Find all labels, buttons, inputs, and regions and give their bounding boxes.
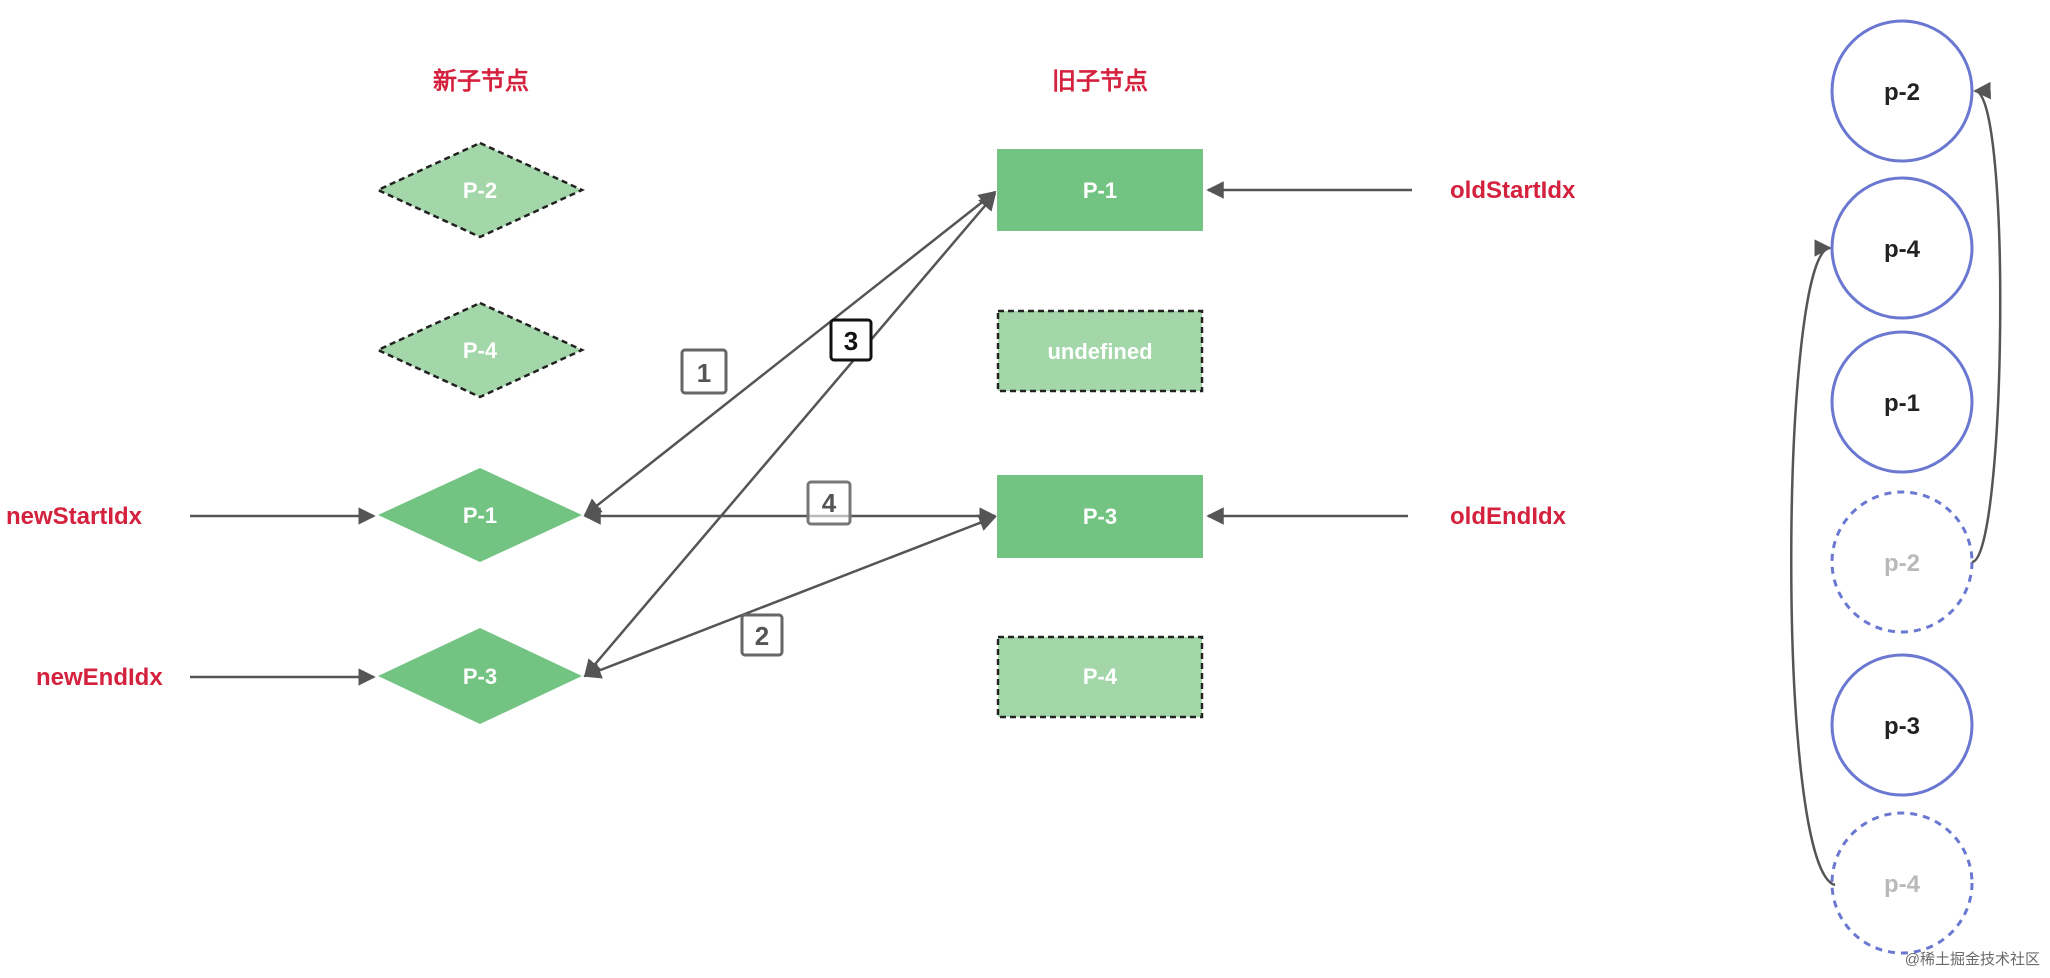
new-node-label: P-3 bbox=[463, 664, 497, 689]
new-node-p2: P-2 bbox=[375, 141, 585, 239]
step-badge-4: 4 bbox=[806, 480, 852, 526]
old-node-p4: P-4 bbox=[996, 635, 1204, 719]
compare-arrow-1 bbox=[583, 190, 997, 517]
new-children-header: 新子节点 bbox=[433, 67, 529, 95]
circle-label: p-1 bbox=[1884, 390, 1920, 417]
step-badge-3: 3 bbox=[829, 318, 873, 362]
step-number: 2 bbox=[755, 621, 769, 651]
new-node-label: P-1 bbox=[463, 503, 497, 528]
new-node-label: P-4 bbox=[463, 338, 498, 363]
new-start-idx-label: newStartIdx bbox=[6, 503, 143, 530]
circle-p2: p-2 bbox=[1830, 19, 1974, 163]
old-start-idx-label: oldStartIdx bbox=[1450, 177, 1576, 204]
new-node-p3: P-3 bbox=[378, 628, 582, 724]
new-node-p4: P-4 bbox=[375, 301, 585, 399]
step-number: 3 bbox=[844, 326, 858, 356]
step-badge-2: 2 bbox=[740, 613, 784, 657]
old-node-label: P-3 bbox=[1083, 504, 1117, 529]
new-node-p1: P-1 bbox=[378, 468, 582, 562]
new-node-label: P-2 bbox=[463, 178, 497, 203]
circle-label: p-4 bbox=[1884, 236, 1921, 263]
step-number: 4 bbox=[822, 488, 837, 518]
move-arrows bbox=[1790, 82, 2002, 887]
compare-arrow-3 bbox=[583, 192, 997, 678]
circle-p3: p-3 bbox=[1830, 653, 1974, 797]
old-end-idx-label: oldEndIdx bbox=[1450, 503, 1567, 530]
circle-label: p-2 bbox=[1884, 79, 1920, 106]
circle-label: p-3 bbox=[1884, 713, 1920, 740]
circle-p1: p-1 bbox=[1830, 330, 1974, 474]
compare-arrow-2 bbox=[583, 514, 997, 679]
old-node-label: P-4 bbox=[1083, 664, 1118, 689]
circle-label: p-4 bbox=[1884, 871, 1921, 898]
circle-p4: p-4 bbox=[1830, 176, 1974, 320]
old-children-header: 旧子节点 bbox=[1052, 68, 1148, 95]
old-node-label: P-1 bbox=[1083, 178, 1117, 203]
step-number: 1 bbox=[697, 358, 711, 388]
circle-label: p-2 bbox=[1884, 550, 1920, 577]
old-node-p1: P-1 bbox=[997, 149, 1203, 231]
old-node-p3: P-3 bbox=[997, 475, 1203, 558]
comparison-arrows bbox=[583, 190, 997, 679]
new-end-idx-label: newEndIdx bbox=[36, 664, 163, 691]
circle-p4-moved: p-4 bbox=[1830, 811, 1974, 955]
circle-p2-moved: p-2 bbox=[1830, 490, 1974, 634]
pointer-arrows bbox=[190, 181, 1412, 686]
old-node-label: undefined bbox=[1047, 339, 1152, 364]
move-arrow-p4 bbox=[1790, 239, 1836, 887]
move-arrow-p2 bbox=[1971, 82, 2002, 564]
old-node-undefined: undefined bbox=[996, 309, 1204, 393]
watermark: @稀土掘金技术社区 bbox=[1905, 951, 2040, 968]
step-badge-1: 1 bbox=[680, 348, 728, 395]
